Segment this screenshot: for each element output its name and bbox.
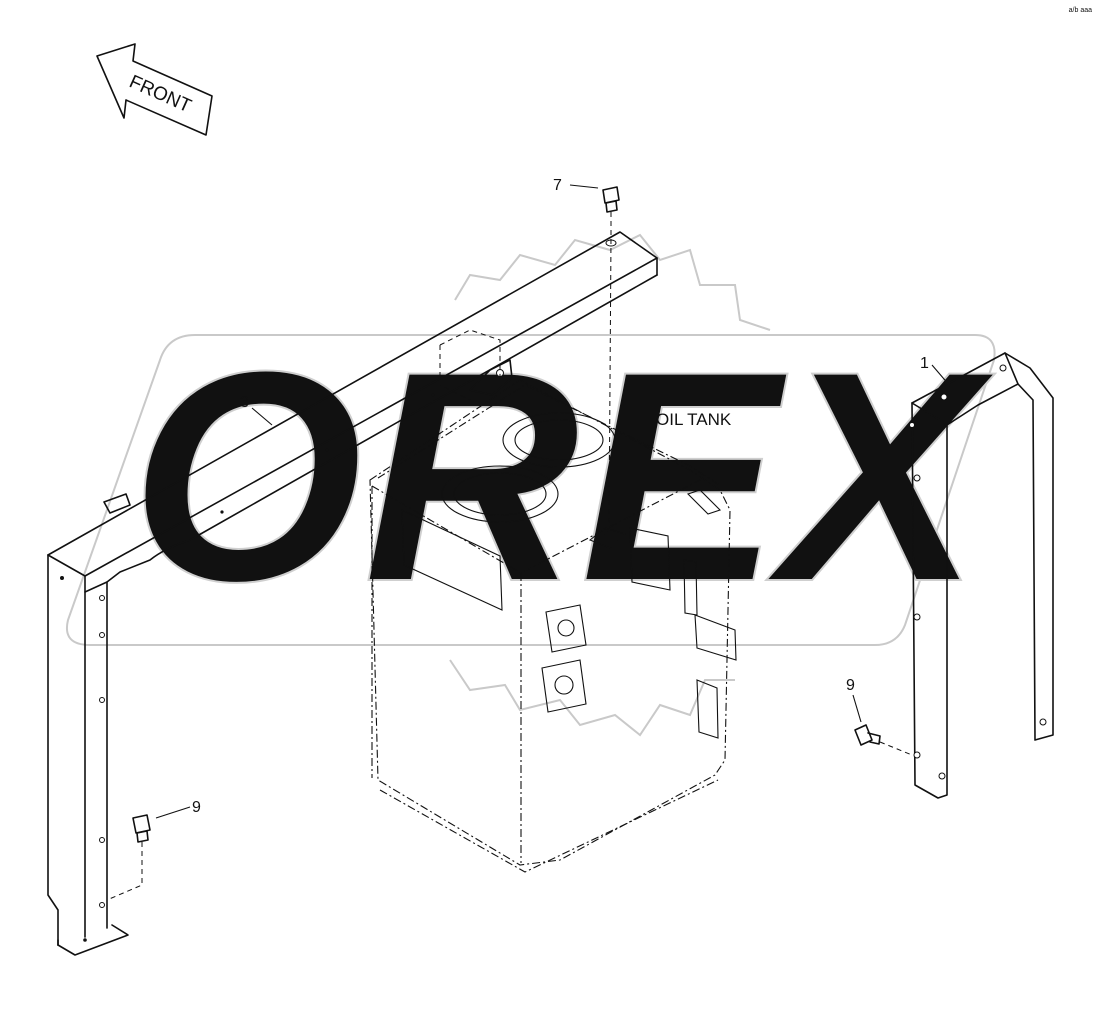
callout-1: 1 (920, 355, 951, 387)
callout-9-left-number: 9 (192, 799, 201, 816)
part-9-bolt-left (106, 814, 151, 901)
front-direction-arrow: FRONT (96, 43, 213, 136)
part-3-frame (47, 231, 658, 956)
callout-9-right: 9 (846, 677, 862, 723)
front-label: FRONT (126, 71, 195, 117)
part-7-bolt (597, 186, 620, 546)
watermark: OREX (66, 233, 997, 737)
watermark-text: OREX (130, 308, 996, 644)
part-1-frame (909, 352, 1054, 799)
callout-9-right-number: 9 (846, 677, 855, 694)
callout-7: 7 (553, 177, 599, 194)
callout-7-number: 7 (553, 177, 562, 194)
callout-3-number: 3 (240, 394, 249, 411)
callout-1-number: 1 (920, 355, 929, 372)
callout-9-left: 9 (155, 799, 201, 819)
oil-tank-label: OIL TANK (656, 410, 732, 429)
oil-tank (369, 379, 737, 873)
callout-3: 3 (240, 394, 273, 426)
part-9-bolt-right (854, 724, 913, 756)
corner-code: a/b aaa (1069, 7, 1092, 14)
